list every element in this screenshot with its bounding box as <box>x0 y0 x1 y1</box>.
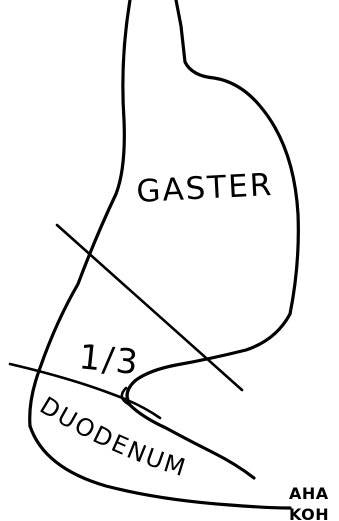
duodenum-label: DUODENUM <box>35 391 190 482</box>
stomach-outer-outline <box>127 0 298 478</box>
caption-line-2: KOH <box>289 505 329 521</box>
duodenum-label-path: DUODENUM <box>35 391 190 482</box>
caption-line-1: AHA <box>289 484 329 503</box>
gaster-label: GASTER <box>136 167 275 210</box>
fraction-label: 1/3 <box>77 337 142 383</box>
